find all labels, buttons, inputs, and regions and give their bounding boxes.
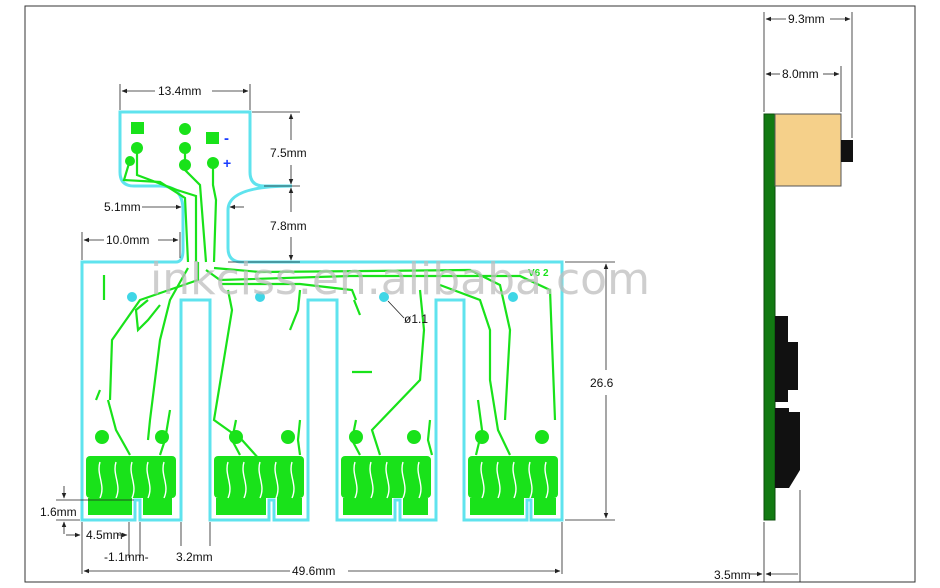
side-board	[763, 113, 776, 521]
connector-pads	[125, 122, 219, 171]
dim-hole: ø1.1	[404, 312, 428, 326]
dim-neck-width: 5.1mm	[104, 200, 141, 214]
side-view: 9.3mm 8.0mm 3.5mm	[714, 12, 853, 582]
dim-neck-height: 7.5mm	[270, 146, 307, 160]
pcb-traces	[94, 147, 557, 461]
finger-pads	[95, 430, 549, 444]
dim-total-width: 49.6mm	[292, 564, 335, 578]
dim-finger-width: 4.5mm	[86, 528, 123, 542]
mounting-holes	[127, 292, 518, 302]
contact-fields	[86, 456, 558, 515]
dimension-labels: 13.4mm 7.5mm 5.1mm 7.8mm 10.0mm ø1.1 26.…	[40, 84, 614, 578]
polarity-plus-label: +	[223, 155, 231, 171]
dim-gap-width: -1.1mm-	[104, 550, 149, 564]
dim-side-total: 9.3mm	[788, 12, 825, 26]
dim-left-offset: 10.0mm	[106, 233, 149, 247]
watermark-text: inkciss.en.alibaba.com	[150, 254, 650, 305]
drawing-frame	[24, 5, 916, 583]
side-chip	[774, 113, 842, 187]
dim-body-height: 26.6	[590, 376, 614, 390]
dim-slot-depth: 1.6mm	[40, 505, 77, 519]
dim-step-height: 7.8mm	[270, 219, 307, 233]
dim-side-thickness: 3.5mm	[714, 568, 751, 582]
dimension-lines	[56, 84, 615, 574]
dim-top-width: 13.4mm	[158, 84, 201, 98]
dim-side-chip: 8.0mm	[782, 67, 819, 81]
board-version-label: V6 2	[528, 268, 549, 279]
polarity-minus-label: -	[224, 130, 229, 147]
dim-slot-width: 3.2mm	[176, 550, 213, 564]
